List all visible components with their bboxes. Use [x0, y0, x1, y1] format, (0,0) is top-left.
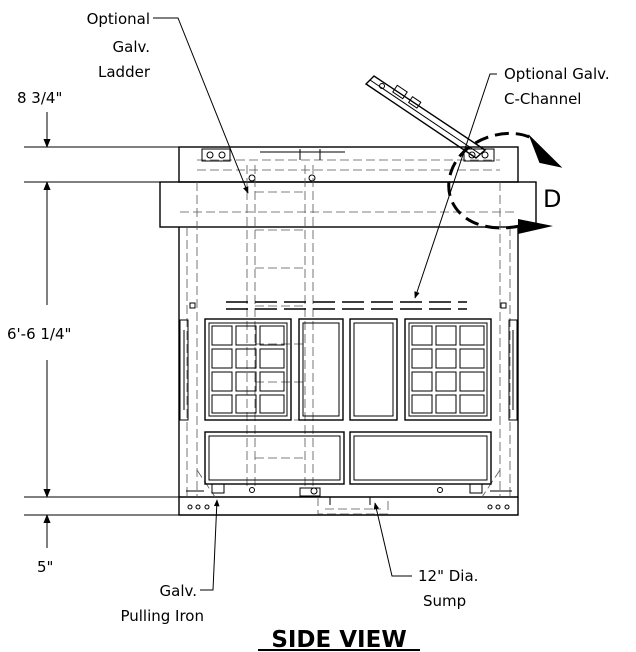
ladder-label-line3: Ladder	[98, 63, 151, 81]
c-channel	[226, 301, 467, 310]
pulling-iron-label-line2: Pulling Iron	[120, 607, 204, 625]
open-door	[364, 75, 487, 159]
dimension-bottom-label: 5"	[37, 558, 53, 576]
sump	[317, 497, 389, 515]
knockout-panels	[204, 318, 492, 485]
ladder-label-line1: Optional	[87, 10, 150, 28]
label-pulling-iron: Galv. Pulling Iron	[120, 582, 204, 625]
swing-marker-label: D	[543, 185, 561, 213]
top-slab	[159, 181, 537, 228]
ladder-label-line2: Galv.	[113, 38, 150, 56]
vault-body	[159, 146, 537, 516]
base-hardware	[186, 483, 512, 510]
pulling-iron-label-line1: Galv.	[160, 582, 197, 600]
label-sump: 12" Dia. Sump	[418, 567, 478, 610]
main-walls	[178, 227, 519, 516]
sump-label-line1: 12" Dia.	[418, 567, 478, 585]
dimension-top-label: 8 3/4"	[17, 89, 62, 107]
dimension-lines	[24, 112, 180, 548]
ladder	[246, 165, 314, 490]
label-channel: Optional Galv. C-Channel	[504, 65, 610, 108]
sump-label-line2: Sump	[423, 592, 466, 610]
wall-brackets	[179, 302, 518, 421]
dimension-height-label: 6'-6 1/4"	[7, 325, 71, 343]
lid-hardware	[201, 148, 495, 182]
channel-label-line1: Optional Galv.	[504, 65, 610, 83]
label-ladder: Optional Galv. Ladder	[87, 10, 151, 81]
channel-label-line2: C-Channel	[504, 90, 581, 108]
door-swing-arc	[447, 131, 563, 234]
view-title: SIDE VIEW	[271, 627, 406, 652]
leader-lines	[153, 17, 497, 591]
